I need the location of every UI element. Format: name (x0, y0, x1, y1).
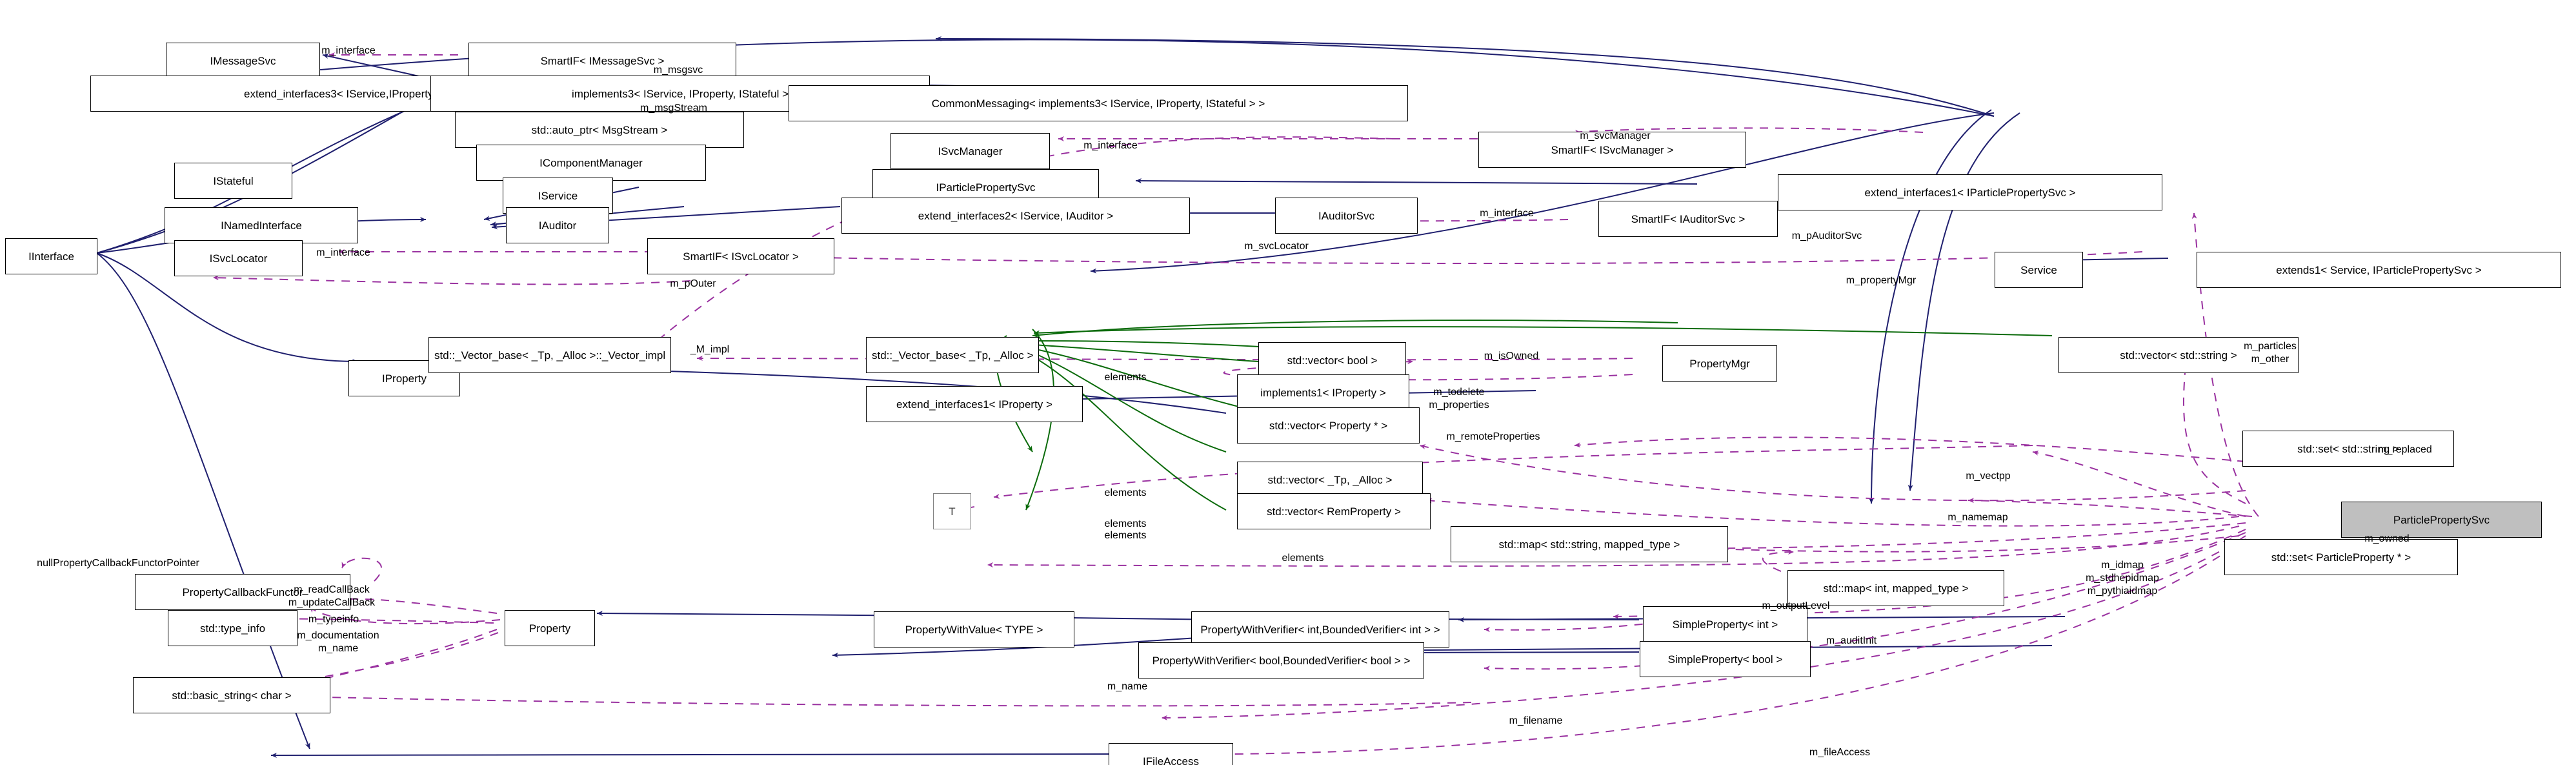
edge-label-m-filename: m_filename (1509, 715, 1563, 726)
class-node-std-basic-string-char[interactable]: std::basic_string< char > (133, 677, 330, 713)
class-node-imessagesvc[interactable]: IMessageSvc (166, 43, 320, 79)
class-node-std-vector-base-tp-alloc-vector-impl[interactable]: std::_Vector_base< _Tp, _Alloc >::_Vecto… (428, 337, 672, 373)
edge-label-m-fileaccess: m_fileAccess (1809, 747, 1871, 758)
class-node-propertymgr[interactable]: PropertyMgr (1662, 345, 1777, 382)
class-node-inamedinterface[interactable]: INamedInterface (165, 207, 358, 243)
class-node-propertywithverifier-int-boundedverifier-int[interactable]: PropertyWithVerifier< int,BoundedVerifie… (1191, 611, 1449, 648)
edge-label-m-svclocator: m_svcLocator (1244, 241, 1309, 252)
edge-label-m-documentation: m_documentation m_name (297, 630, 379, 654)
edge-label-m-name: m_name (1107, 681, 1148, 692)
class-node-extend-interfaces1-iparticlepropertysvc[interactable]: extend_interfaces1< IParticlePropertySvc… (1778, 174, 2162, 210)
class-node-t[interactable]: T (933, 493, 971, 529)
edge-label-m-msgsvc: m_msgsvc (653, 65, 703, 76)
class-node-std-vector-base-tp-alloc[interactable]: std::_Vector_base< _Tp, _Alloc > (866, 337, 1040, 373)
class-node-std-map-int-mapped-type[interactable]: std::map< int, mapped_type > (1787, 570, 2004, 606)
class-node-std-vector-bool[interactable]: std::vector< bool > (1258, 342, 1406, 378)
edge-label-elements: elements (1104, 530, 1147, 541)
edge-label-nullpropertycallbackfunctorpointer: nullPropertyCallbackFunctorPointer (37, 558, 199, 569)
class-node-service[interactable]: Service (1995, 252, 2083, 288)
edge-label-m-readcallback: m_readCallBack m_updateCallBack (288, 584, 376, 608)
class-node-ifileaccess[interactable]: IFileAccess (1109, 743, 1233, 765)
class-node-smartif-isvclocator[interactable]: SmartIF< ISvcLocator > (647, 238, 834, 274)
class-node-icomponentmanager[interactable]: IComponentManager (476, 145, 706, 181)
class-node-extend-interfaces2-iservice-iauditor[interactable]: extend_interfaces2< IService, IAuditor > (841, 198, 1190, 234)
edge-label-m-owned: m_owned (2364, 533, 2410, 544)
class-node-simpleproperty-bool[interactable]: SimpleProperty< bool > (1640, 641, 1811, 677)
class-node-std-set-std-string[interactable]: std::set< std::string > (2242, 431, 2454, 467)
edge-label-m-idmap: m_idmap m_stdhepidmap m_pythiaidmap (2086, 560, 2159, 597)
class-node-std-vector-remproperty[interactable]: std::vector< RemProperty > (1237, 493, 1431, 529)
class-node-particlepropertysvc[interactable]: ParticlePropertySvc (2341, 502, 2542, 538)
edge-label-elements: elements (1104, 372, 1147, 383)
edge-label--m-impl: _M_impl (690, 344, 730, 355)
template-edges (995, 320, 2053, 511)
edge-label-m-outputlevel: m_outputLevel (1762, 600, 1830, 611)
class-node-property[interactable]: Property (505, 610, 595, 646)
class-node-istateful[interactable]: IStateful (174, 163, 292, 199)
edge-label-m-propertymgr: m_propertyMgr (1846, 275, 1917, 286)
class-node-std-map-std-string-mapped-type[interactable]: std::map< std::string, mapped_type > (1451, 526, 1728, 562)
class-node-iinterface[interactable]: IInterface (5, 238, 97, 274)
edge-label-m-interface: m_interface (1480, 208, 1534, 219)
class-node-propertywithverifier-bool-boundedverifier-bool[interactable]: PropertyWithVerifier< bool,BoundedVerifi… (1138, 642, 1424, 678)
class-node-smartif-imessagesvc[interactable]: SmartIF< IMessageSvc > (468, 43, 736, 79)
edge-label-m-namemap: m_namemap (1947, 512, 2008, 523)
edge-label-m-particles: m_particles m_other (2244, 341, 2297, 365)
edge-label-m-pouter: m_pOuter (670, 278, 716, 289)
class-node-std-vector-property[interactable]: std::vector< Property * > (1237, 407, 1420, 444)
class-node-extends1-service-iparticlepropertysvc[interactable]: extends1< Service, IParticlePropertySvc … (2197, 252, 2561, 288)
edge-label-m-interface: m_interface (321, 45, 376, 56)
class-node-implements1-iproperty[interactable]: implements1< IProperty > (1237, 374, 1409, 411)
class-node-std-type-info[interactable]: std::type_info (168, 610, 297, 646)
class-node-iauditorsvc[interactable]: IAuditorSvc (1275, 198, 1418, 234)
edge-label-m-vectpp: m_vectpp (1966, 471, 2011, 482)
edge-label-m-remoteproperties: m_remoteProperties (1446, 431, 1540, 442)
edge-label-m-interface: m_interface (316, 247, 370, 258)
class-node-isvcmanager[interactable]: ISvcManager (891, 133, 1050, 169)
edge-label-m-pauditorsvc: m_pAuditorSvc (1791, 230, 1862, 241)
class-node-propertywithvalue-type[interactable]: PropertyWithValue< TYPE > (874, 611, 1074, 648)
class-node-isvclocator[interactable]: ISvcLocator (174, 240, 303, 276)
edge-label-elements: elements (1282, 553, 1324, 564)
edge-label-m-isowned: m_isOwned (1484, 351, 1539, 362)
edge-label-m-msgstream: m_msgStream (639, 103, 708, 114)
edge-label-elements: elements (1104, 487, 1147, 498)
class-node-std-vector-tp-alloc[interactable]: std::vector< _Tp, _Alloc > (1237, 462, 1423, 498)
edge-label-elements: elements (1104, 518, 1147, 529)
edge-label-m-typeinfo: m_typeinfo (308, 614, 359, 625)
class-node-iauditor[interactable]: IAuditor (506, 207, 609, 243)
class-node-commonmessaging-implements3-iservice-iproperty-istateful[interactable]: CommonMessaging< implements3< IService, … (789, 85, 1408, 121)
edge-label-m-todelete: m_todelete m_properties (1429, 387, 1489, 411)
edge-label-m-auditinit: m_auditInit (1826, 635, 1877, 646)
class-node-std-auto-ptr-msgstream[interactable]: std::auto_ptr< MsgStream > (455, 112, 744, 148)
edge-label-m-svcmanager: m_svcManager (1580, 130, 1651, 141)
class-node-extend-interfaces1-iproperty[interactable]: extend_interfaces1< IProperty > (866, 386, 1083, 422)
edge-label-m-interface: m_interface (1083, 140, 1138, 151)
class-node-smartif-isvcmanager[interactable]: SmartIF< ISvcManager > (1478, 132, 1746, 168)
class-node-std-set-particleproperty[interactable]: std::set< ParticleProperty * > (2224, 539, 2458, 575)
edge-label-m-replaced: m_replaced (2378, 444, 2432, 455)
class-node-smartif-iauditorsvc[interactable]: SmartIF< IAuditorSvc > (1598, 201, 1778, 237)
class-node-std-vector-std-string[interactable]: std::vector< std::string > (2058, 337, 2299, 373)
